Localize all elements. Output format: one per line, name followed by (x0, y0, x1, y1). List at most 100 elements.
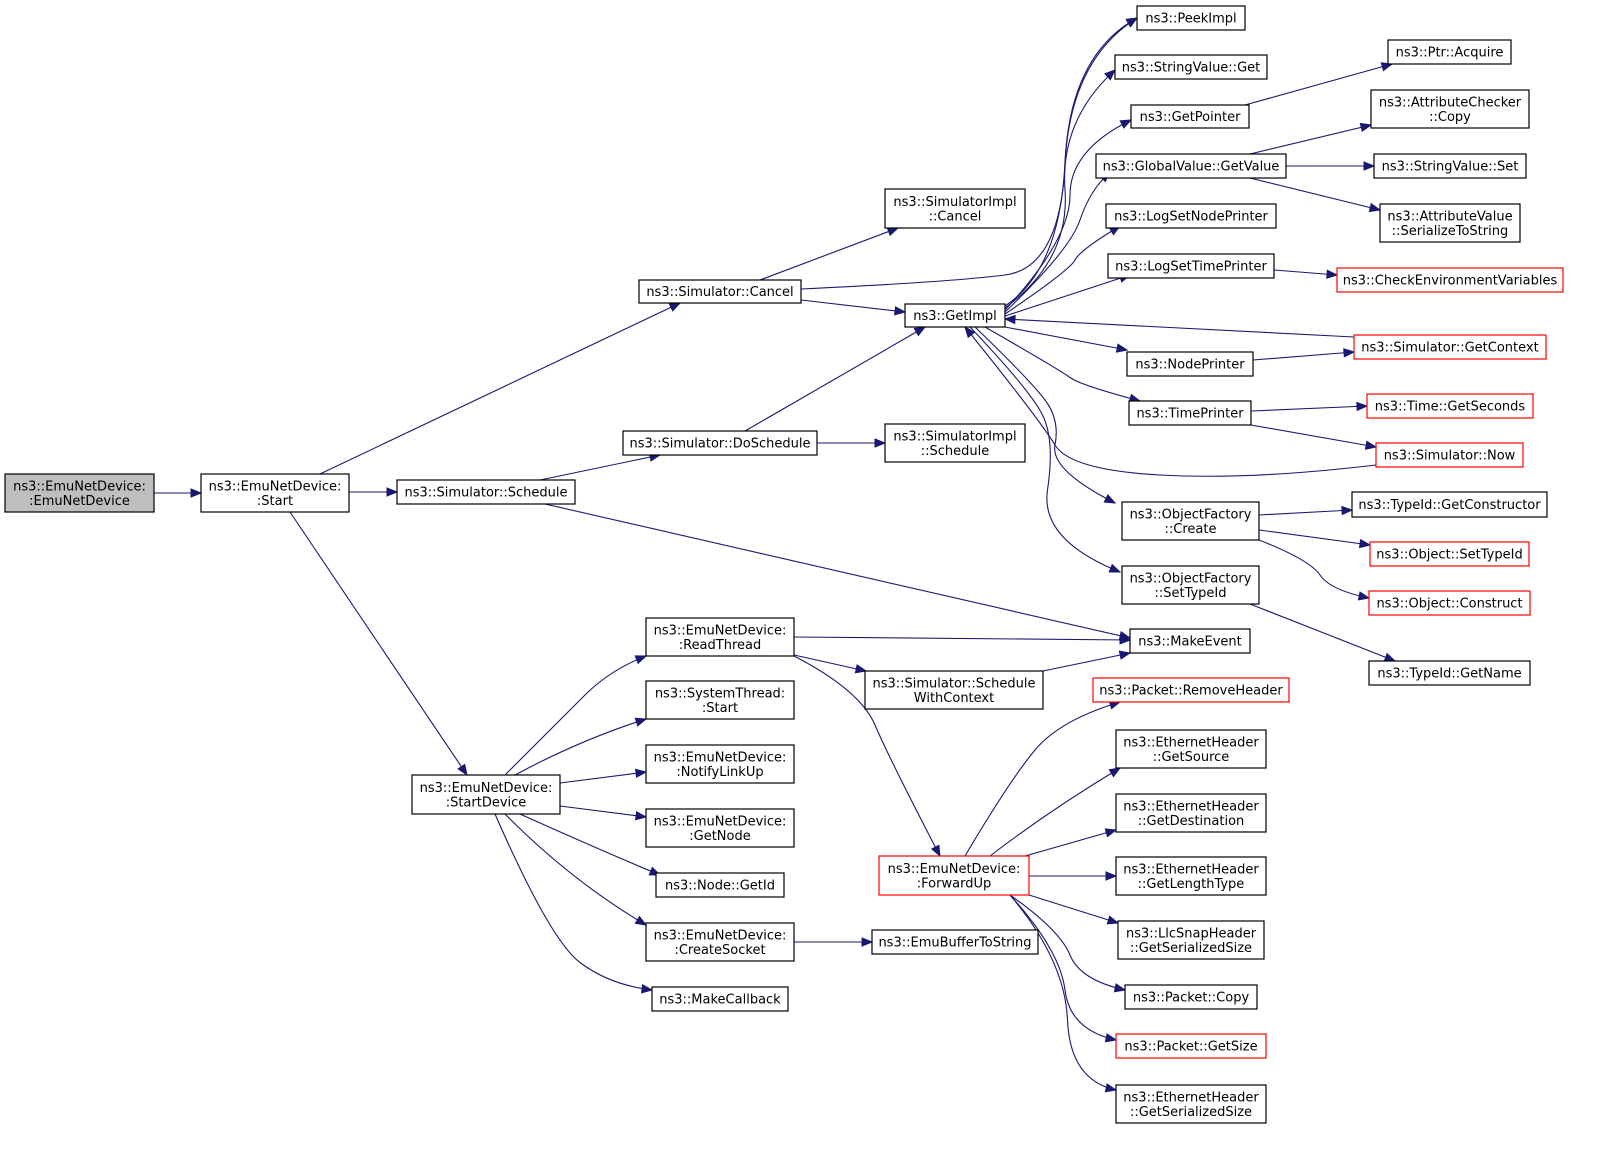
node-pcopy[interactable]: ns3::Packet::Copy (1124, 984, 1258, 1010)
node-getsec[interactable]: ns3::Time::GetSeconds (1366, 393, 1534, 419)
node-logtime[interactable]: ns3::LogSetTimePrinter (1107, 253, 1275, 279)
node-label-line: ns3::Node::GetId (665, 879, 775, 894)
arrowhead (1383, 652, 1397, 662)
node-getname[interactable]: ns3::TypeId::GetName (1368, 660, 1531, 686)
call-edge-start-to-sched (349, 487, 399, 497)
node-checkenv[interactable]: ns3::CheckEnvironmentVariables (1336, 267, 1564, 293)
node-label-line: ns3::StringValue::Set (1382, 160, 1519, 175)
node-box (1130, 104, 1250, 129)
node-readthread[interactable]: ns3::EmuNetDevice::ReadThread (645, 617, 795, 657)
node-ehdst[interactable]: ns3::EthernetHeader::GetDestination (1115, 793, 1267, 833)
node-strget[interactable]: ns3::StringValue::Get (1114, 54, 1268, 80)
call-edge-getimpl-to-logtime (1004, 273, 1132, 317)
node-label-line: ns3::Packet::GetSize (1124, 1040, 1257, 1055)
node-simsched[interactable]: ns3::SimulatorImpl::Schedule (884, 423, 1026, 463)
node-forwardup[interactable]: ns3::EmuNetDevice::ForwardUp (878, 855, 1030, 896)
node-setypeid[interactable]: ns3::Object::SetTypeId (1369, 541, 1530, 567)
node-label-line: ns3::Simulator::Schedule (872, 676, 1035, 691)
node-getcons[interactable]: ns3::TypeId::GetConstructor (1351, 491, 1548, 518)
node-construct[interactable]: ns3::Object::Construct (1368, 590, 1531, 616)
node-getptr[interactable]: ns3::GetPointer (1130, 104, 1250, 129)
edge-line (289, 511, 468, 776)
node-nodeid[interactable]: ns3::Node::GetId (655, 872, 785, 898)
edge-line (514, 718, 647, 776)
edge-line (1250, 424, 1377, 448)
arrowhead (1343, 348, 1356, 358)
node-dosched[interactable]: ns3::Simulator::DoSchedule (622, 430, 818, 456)
node-getnode[interactable]: ns3::EmuNetDevice::GetNode (645, 808, 795, 848)
call-edge-forwardup-to-rmheader (964, 700, 1122, 857)
arrowhead (1108, 563, 1122, 573)
node-box (1368, 590, 1531, 616)
node-ehlen[interactable]: ns3::EthernetHeader::GetLengthType (1115, 856, 1267, 896)
node-now[interactable]: ns3::Simulator::Now (1375, 442, 1524, 468)
edge-line (1009, 894, 1126, 991)
node-startdev[interactable]: ns3::EmuNetDevice::StartDevice (411, 774, 561, 815)
node-ofsettype[interactable]: ns3::ObjectFactory::SetTypeId (1121, 565, 1260, 605)
node-simcancel[interactable]: ns3::SimulatorImpl::Cancel (884, 188, 1026, 229)
call-edge-now-to-getimpl (964, 325, 1377, 477)
node-getimpl[interactable]: ns3::GetImpl (904, 303, 1006, 328)
arrowhead (1380, 62, 1394, 72)
node-box (871, 929, 1039, 955)
node-psize[interactable]: ns3::Packet::GetSize (1115, 1033, 1267, 1059)
node-box (1375, 442, 1524, 468)
node-timeprinter[interactable]: ns3::TimePrinter (1128, 400, 1252, 426)
node-box (645, 808, 795, 848)
node-label-line: :Start (257, 494, 293, 509)
node-box (1095, 153, 1287, 179)
node-ehser[interactable]: ns3::EthernetHeader::GetSerializedSize (1115, 1084, 1267, 1124)
edge-line (1004, 326, 1128, 351)
edge-line (1249, 177, 1381, 211)
node-box (1368, 660, 1531, 686)
node-label-line: ::Create (1165, 522, 1217, 537)
call-edge-startdev-to-getnode (559, 805, 648, 821)
node-sched[interactable]: ns3::Simulator::Schedule (396, 479, 576, 505)
node-cancel[interactable]: ns3::Simulator::Cancel (638, 279, 802, 304)
node-label-line: ns3::Simulator::Schedule (404, 486, 567, 501)
call-edge-ofcreate-to-getcons (1258, 505, 1354, 516)
node-box (1336, 267, 1564, 293)
node-rmheader[interactable]: ns3::Packet::RemoveHeader (1092, 677, 1290, 703)
node-systhread[interactable]: ns3::SystemThread::Start (645, 680, 795, 720)
node-makecb[interactable]: ns3::MakeCallback (651, 986, 789, 1012)
node-lognode[interactable]: ns3::LogSetNodePrinter (1105, 203, 1277, 229)
node-nodeprinter[interactable]: ns3::NodePrinter (1126, 351, 1254, 377)
node-label-line: ns3::EthernetHeader (1123, 735, 1259, 750)
node-llc[interactable]: ns3::LlcSnapHeader::GetSerializedSize (1117, 920, 1265, 960)
node-makeevent[interactable]: ns3::MakeEvent (1129, 628, 1251, 654)
node-peek[interactable]: ns3::PeekImpl (1136, 5, 1246, 31)
node-box (878, 855, 1030, 896)
node-ehsrc[interactable]: ns3::EthernetHeader::GetSource (1115, 729, 1267, 769)
arrowhead (634, 717, 648, 727)
node-label-line: ::GetLengthType (1138, 877, 1245, 892)
node-label-line: ns3::MakeEvent (1138, 635, 1242, 650)
node-label-line: ns3::Ptr::Acquire (1396, 46, 1504, 61)
node-box (645, 617, 795, 657)
node-strset[interactable]: ns3::StringValue::Set (1373, 153, 1527, 179)
call-edge-root-to-start (154, 488, 203, 498)
call-edge-gvget-to-strset (1286, 161, 1376, 171)
node-label-line: ns3::EmuNetDevice: (654, 750, 787, 765)
call-edge-ofcreate-to-setypeid (1258, 529, 1372, 549)
node-label-line: ns3::Object::Construct (1376, 597, 1522, 612)
node-avser[interactable]: ns3::AttributeValue::SerializeToString (1379, 203, 1521, 243)
node-notify[interactable]: ns3::EmuNetDevice::NotifyLinkUp (645, 744, 795, 784)
node-createsock[interactable]: ns3::EmuNetDevice::CreateSocket (645, 922, 795, 962)
node-ptracq[interactable]: ns3::Ptr::Acquire (1387, 39, 1512, 65)
node-start[interactable]: ns3::EmuNetDevice::Start (200, 473, 350, 513)
arrowhead (634, 655, 648, 665)
node-box (1115, 1033, 1267, 1059)
node-box (1115, 729, 1267, 769)
node-gvget[interactable]: ns3::GlobalValue::GetValue (1095, 153, 1287, 179)
node-label-line: ns3::SimulatorImpl (893, 195, 1016, 210)
node-getctx[interactable]: ns3::Simulator::GetContext (1353, 334, 1547, 360)
node-accopy[interactable]: ns3::AttributeChecker::Copy (1370, 89, 1530, 129)
node-label-line: ns3::MakeCallback (659, 993, 781, 1008)
arrowhead (1104, 69, 1116, 81)
node-emubuf[interactable]: ns3::EmuBufferToString (871, 929, 1039, 955)
node-ofcreate[interactable]: ns3::ObjectFactory::Create (1121, 501, 1260, 541)
arrowhead (894, 306, 907, 316)
edge-line (504, 655, 647, 776)
